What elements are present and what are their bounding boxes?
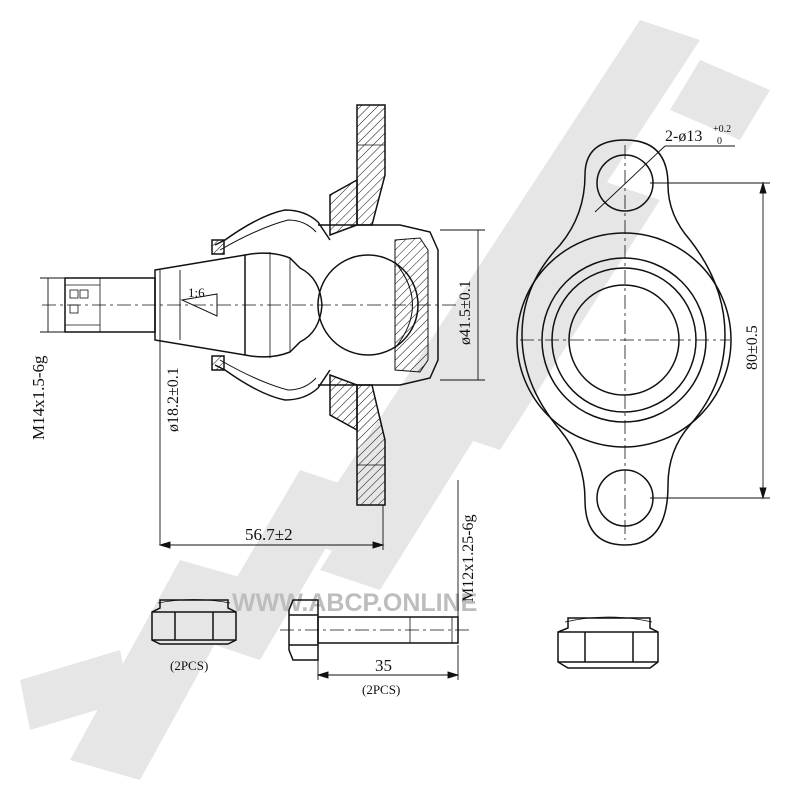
dust-boot-top [214, 209, 331, 246]
bolt-dimensions [316, 480, 460, 680]
housing-outer-ring [516, 232, 732, 448]
label-taper: 1:6 [188, 285, 205, 300]
side-view-dimensions [40, 229, 485, 550]
taper-marker [180, 293, 218, 317]
label-hole-tol-upper: +0.2 [713, 124, 731, 135]
housing [318, 224, 439, 386]
label-hole-tol-lower: 0 [717, 136, 722, 147]
ball-joint-side-view [42, 104, 460, 506]
label-bolt-thread: M12x1.25-6g [460, 514, 477, 602]
label-bolt-qty: (2PCS) [362, 682, 400, 697]
dust-boot-bottom [214, 364, 331, 401]
nut-left [151, 599, 237, 645]
label-ball-diameter: ø41.5±0.1 [457, 280, 474, 345]
label-hole-diameter: 2-ø13 [665, 128, 702, 145]
watermark-url: WWW.ABCP.ONLINE [232, 589, 477, 617]
label-hole-spacing: 80±0.5 [744, 325, 761, 370]
label-nut-qty: (2PCS) [170, 658, 208, 673]
flange-outline [521, 139, 726, 546]
nut-right [557, 616, 659, 669]
flange-top [356, 104, 386, 226]
flange-bottom [356, 384, 386, 506]
label-length: 56.7±2 [245, 525, 293, 544]
flange-dimensions [594, 145, 770, 500]
watermark-logo [20, 20, 770, 780]
label-taper-diameter: ø18.2±0.1 [165, 367, 182, 432]
ball [317, 254, 419, 356]
bolt [280, 599, 470, 661]
label-bolt-length: 35 [375, 656, 392, 675]
label-thread-stud: M14x1.5-6g [29, 355, 48, 440]
